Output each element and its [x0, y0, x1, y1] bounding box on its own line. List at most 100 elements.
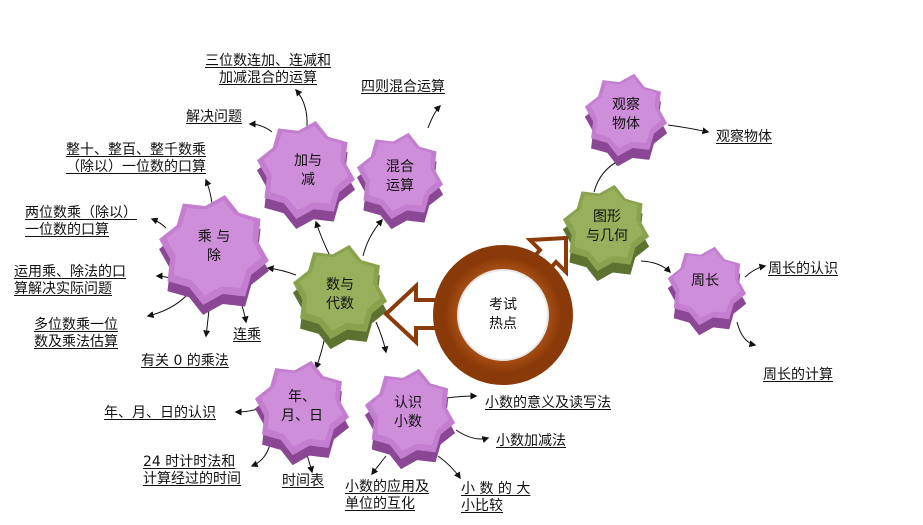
connector-addsub-solve: [248, 120, 273, 133]
leaf-24h-line2: 计算经过的时间: [143, 471, 241, 487]
leaf-timetable: 时间表: [282, 473, 324, 489]
node-decimals-label: 认识 小数: [378, 394, 438, 432]
node-observe-line1: 观察: [612, 97, 640, 113]
node-decimals-shape: [364, 368, 456, 470]
leaf-multi-digit-line1: 多位数乘一位: [34, 317, 118, 333]
node-mixed-shape-highlight: [362, 136, 438, 212]
leaf-apply-md-line2: 算解决实际问题: [14, 281, 112, 297]
leaf-dec-apply-line2: 单位的互化: [345, 496, 415, 512]
node-perimeter-shape-highlight: [673, 250, 741, 318]
leaf-two-digit-line2: 一位数的口算: [25, 222, 109, 238]
node-addsub-line1: 加与: [294, 153, 322, 169]
connector-algebra-mixed: [362, 218, 383, 257]
node-muldiv-shape-highlight: [166, 200, 262, 296]
node-addsub-label: 加与 减: [278, 152, 338, 190]
connector-dec-addsub: [455, 429, 490, 443]
node-geometry-line1: 图形: [593, 209, 621, 225]
node-muldiv-label: 乘 与 除: [184, 228, 244, 266]
node-perimeter-line1: 周长: [691, 273, 719, 289]
leaf-dec-compare-line2: 小比较: [461, 498, 503, 514]
node-observe-label: 观察 物体: [596, 96, 656, 134]
node-ymd-shape-highlight: [261, 365, 343, 447]
leaf-dec-addsub: 小数加减法: [496, 433, 566, 449]
node-addsub-shape-highlight: [263, 125, 349, 211]
node-geometry-label: 图形 与几何: [572, 208, 642, 246]
node-mixed-shape: [356, 132, 444, 230]
node-algebra-line1: 数与: [326, 277, 354, 293]
leaf-dec-compare: 小 数 的 大 小比较: [461, 481, 530, 515]
leaf-24h: 24 时计时法和 计算经过的时间: [143, 454, 241, 488]
leaf-24h-line1: 24 时计时法和: [143, 454, 236, 470]
node-addsub-line2: 减: [301, 172, 315, 188]
node-decimals-shape-highlight: [371, 373, 449, 451]
center-ring: [433, 245, 573, 385]
leaf-four-mixed: 四则混合运算: [361, 79, 445, 95]
leaf-whole-tens-line1: 整十、整百、整千数乘: [66, 142, 206, 158]
connector-algebra-addsub: [314, 220, 331, 257]
leaf-whole-tens-line2: （除以）一位数的口算: [66, 159, 206, 175]
connector-lines: [146, 88, 767, 480]
leaf-multi-digit: 多位数乘一位 数及乘法估算: [34, 317, 118, 351]
connector-ymd-24h: [250, 443, 271, 468]
connector-perimeter-calc: [736, 321, 757, 348]
leaf-two-digit: 两位数乘（除以） 一位数的口算: [25, 205, 137, 239]
leaf-multi-digit-line2: 数及乘法估算: [34, 334, 118, 350]
connector-algebra-ymd: [314, 335, 326, 370]
connector-observe-leaf: [667, 124, 710, 135]
connector-muldiv-multidigit: [146, 295, 187, 319]
leaf-dec-meaning: 小数的意义及读写法: [485, 395, 611, 411]
leaf-observe-obj: 观察物体: [716, 129, 772, 145]
node-decimals-line2: 小数: [394, 414, 422, 430]
connector-muldiv-wholetens: [204, 178, 213, 204]
node-geometry-shape-highlight: [568, 188, 644, 264]
node-addsub-shape: [256, 120, 356, 230]
center-line1: 考试: [489, 297, 517, 313]
leaf-whole-tens: 整十、整百、整千数乘 （除以）一位数的口算: [66, 142, 206, 176]
connector-addsub-threedigit: [295, 88, 308, 127]
node-ymd-line2: 月、日: [281, 408, 323, 424]
leaf-dec-compare-line1: 小 数 的 大: [461, 481, 531, 497]
node-algebra-line2: 代数: [326, 296, 354, 312]
node-muldiv-shape: [159, 195, 269, 315]
leaf-perim-know: 周长的认识: [768, 261, 838, 277]
node-algebra-shape-highlight: [299, 249, 381, 331]
exam-hotspot-ring: [383, 235, 573, 385]
leaf-apply-md-line1: 运用乘、除法的口: [14, 264, 126, 280]
node-observe-shape-highlight: [590, 77, 662, 149]
leaf-perim-calc: 周长的计算: [763, 367, 833, 383]
node-ymd-line1: 年、: [288, 389, 316, 405]
node-ymd-label: 年、 月、日: [270, 388, 334, 426]
connector-algebra-decimals: [375, 321, 389, 354]
leaf-three-digit: 三位数连加、连减和 加减混合的运算: [205, 53, 331, 87]
leaf-dec-apply: 小数的应用及 单位的互化: [345, 479, 429, 513]
connector-perimeter-know: [744, 263, 767, 278]
leaf-ymd-know: 年、月、日的认识: [104, 405, 216, 421]
center-line2: 热点: [489, 316, 517, 332]
node-decimals-line1: 认识: [394, 395, 422, 411]
node-observe-shape: [584, 73, 668, 167]
node-perimeter-shape: [667, 246, 747, 336]
node-mixed-line1: 混合: [386, 159, 414, 175]
node-muldiv-line2: 除: [207, 248, 221, 264]
node-algebra-shape: [292, 244, 388, 350]
node-geometry-line2: 与几何: [586, 228, 628, 244]
leaf-dec-apply-line1: 小数的应用及: [345, 479, 429, 495]
leaf-two-digit-line1: 两位数乘（除以）: [25, 205, 137, 221]
connector-geometry-perimeter: [640, 260, 671, 273]
leaf-three-digit-line2: 加减混合的运算: [219, 70, 317, 86]
node-perimeter-label: 周长: [677, 272, 733, 291]
node-muldiv-line1: 乘 与: [197, 229, 231, 245]
node-mixed-label: 混合 运算: [370, 158, 430, 196]
leaf-continuous: 连乘: [233, 327, 261, 343]
node-mixed-line2: 运算: [386, 178, 414, 194]
connector-muldiv-twodigit: [150, 217, 167, 229]
connector-dec-meaning: [445, 392, 478, 400]
leaf-apply-md: 运用乘、除法的口 算解决实际问题: [14, 264, 126, 298]
center-label: 考试 热点: [473, 296, 533, 334]
node-algebra-label: 数与 代数: [310, 276, 370, 314]
leaf-zero-mult: 有关 0 的乘法: [141, 353, 229, 369]
connector-mixed-four: [427, 105, 441, 129]
leaf-solve: 解决问题: [186, 109, 242, 125]
leaf-three-digit-line1: 三位数连加、连减和: [205, 53, 331, 69]
